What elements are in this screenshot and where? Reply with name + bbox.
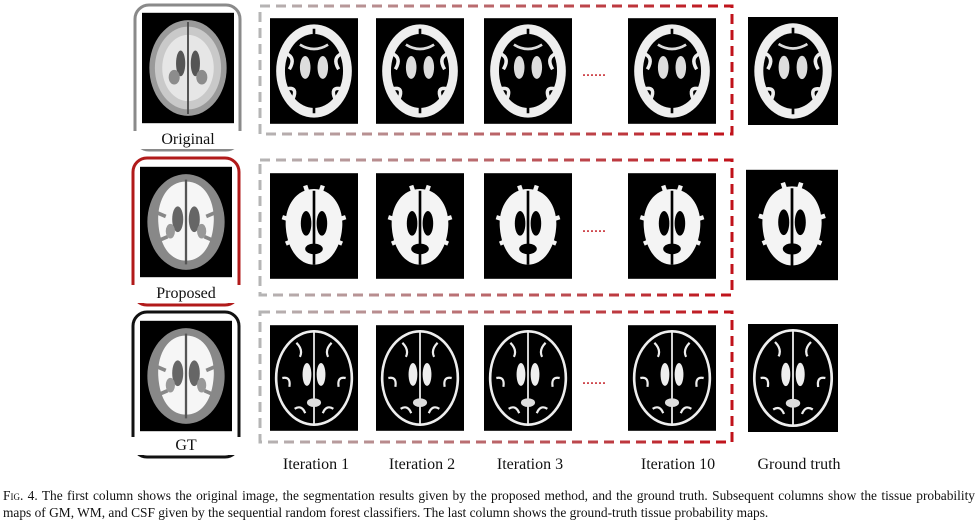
label-proposed: Proposed bbox=[131, 285, 241, 303]
caption-fig-label: Fig. 4. bbox=[3, 488, 38, 503]
csf-iter1 bbox=[270, 323, 358, 433]
ellipsis-row1: ...... bbox=[582, 63, 606, 80]
gm-iter2 bbox=[376, 16, 464, 126]
csf-groundtruth bbox=[748, 322, 838, 434]
wm-iter3 bbox=[484, 173, 572, 279]
figure-caption: Fig. 4. The first column shows the origi… bbox=[3, 487, 975, 521]
col-label-iteration3: Iteration 3 bbox=[496, 456, 564, 473]
gm-iter3 bbox=[484, 16, 572, 126]
gm-iter1 bbox=[270, 16, 358, 126]
caption-text: The first column shows the original imag… bbox=[3, 488, 976, 520]
original-image bbox=[142, 12, 234, 124]
gt-image bbox=[140, 318, 232, 434]
col-label-groundtruth: Ground truth bbox=[757, 456, 841, 473]
proposed-box bbox=[131, 156, 241, 307]
wm-iter1 bbox=[270, 173, 358, 279]
ellipsis-row3: ...... bbox=[582, 371, 606, 388]
label-original: Original bbox=[133, 131, 243, 149]
wm-iter10 bbox=[628, 173, 716, 279]
iterations-frame-gm bbox=[258, 4, 734, 136]
csf-iter10 bbox=[628, 323, 716, 433]
figure-graphic: ...... ...... ...... bbox=[131, 3, 838, 459]
csf-iter3 bbox=[484, 323, 572, 433]
ellipsis-row2: ...... bbox=[582, 219, 606, 236]
figure: ...... ...... ...... Original Proposed G… bbox=[131, 3, 841, 473]
proposed-image bbox=[140, 164, 232, 280]
iterations-frame-csf bbox=[258, 310, 734, 444]
col-label-iteration10: Iteration 10 bbox=[640, 456, 716, 473]
gt-box bbox=[131, 310, 241, 459]
original-box bbox=[133, 3, 242, 152]
col-label-iteration1: Iteration 1 bbox=[282, 456, 350, 473]
csf-iter2 bbox=[376, 323, 464, 433]
wm-iter2 bbox=[376, 173, 464, 279]
gm-groundtruth bbox=[748, 15, 838, 127]
wm-groundtruth bbox=[746, 170, 838, 280]
col-label-iteration2: Iteration 2 bbox=[388, 456, 456, 473]
gm-iter10 bbox=[628, 16, 716, 126]
label-gt: GT bbox=[131, 437, 241, 455]
